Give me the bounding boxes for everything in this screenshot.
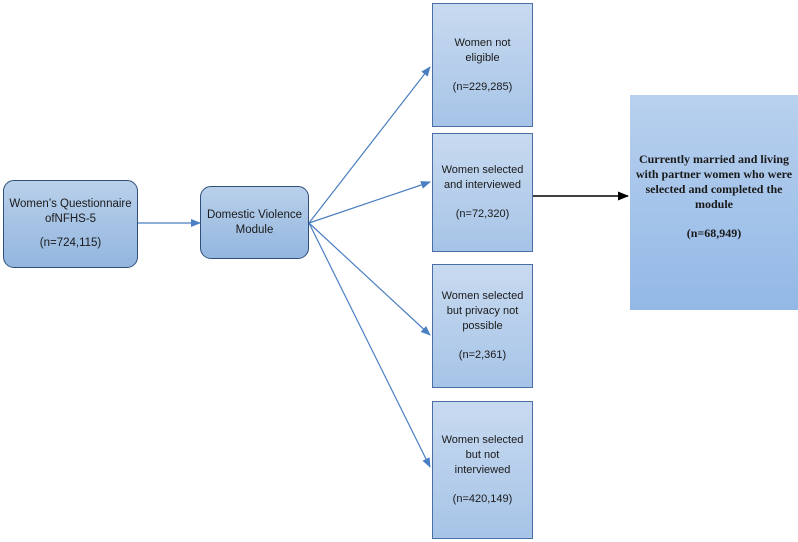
outcome-label-line: Women not bbox=[454, 36, 511, 49]
questionnaire-count: (n=724,115) bbox=[39, 237, 102, 249]
questionnaire-title-line: ofNFHS-5 bbox=[44, 213, 97, 225]
outcome-box-not-eligible: Women not eligible (n=229,285) bbox=[432, 3, 533, 127]
module-box: Domestic Violence Module bbox=[200, 186, 309, 259]
final-count: (n=68,949) bbox=[686, 226, 742, 240]
module-title-line: Domestic Violence bbox=[206, 208, 303, 221]
outcome-label-line: but not bbox=[465, 449, 500, 461]
final-sample-box: Currently married and living with partne… bbox=[630, 95, 798, 310]
outcome-label-line: possible bbox=[462, 320, 503, 332]
outcome-label-line: Women selected bbox=[441, 290, 524, 302]
outcome-box-not-interviewed: Women selected but not interviewed (n=42… bbox=[432, 401, 533, 539]
outcome-label-line: but privacy not bbox=[446, 305, 519, 317]
outcome-label-line: interviewed bbox=[454, 464, 511, 476]
questionnaire-box: Women’s Questionnaire ofNFHS-5 (n=724,11… bbox=[3, 180, 138, 268]
outcome-count: (n=2,361) bbox=[458, 349, 507, 361]
outcome-label-line: Women selected bbox=[441, 434, 524, 446]
outcome-box-interviewed: Women selected and interviewed (n=72,320… bbox=[432, 133, 533, 252]
outcome-count: (n=229,285) bbox=[452, 80, 513, 93]
arrow-module-to-privacy bbox=[308, 222, 431, 336]
arrow-module-to-not-interviewed bbox=[308, 222, 431, 468]
outcome-count: (n=420,149) bbox=[452, 493, 513, 505]
final-label-line: selected and completed the bbox=[645, 182, 783, 196]
outcome-label-line: and interviewed bbox=[443, 179, 522, 191]
final-label-line: Currently married and living bbox=[638, 152, 790, 166]
final-label-line: module bbox=[694, 197, 733, 211]
module-title-line: Module bbox=[235, 223, 274, 236]
outcome-label-line: Women selected bbox=[441, 164, 524, 176]
questionnaire-title-line: Women’s Questionnaire bbox=[9, 198, 132, 210]
arrow-module-to-not-eligible bbox=[308, 66, 431, 224]
outcome-box-privacy-not-possible: Women selected but privacy not possible … bbox=[432, 264, 533, 388]
final-label-line: with partner women who were bbox=[635, 167, 793, 181]
outcome-label-line: eligible bbox=[465, 51, 500, 64]
arrow-module-to-interviewed bbox=[308, 181, 431, 224]
outcome-count: (n=72,320) bbox=[455, 208, 510, 220]
